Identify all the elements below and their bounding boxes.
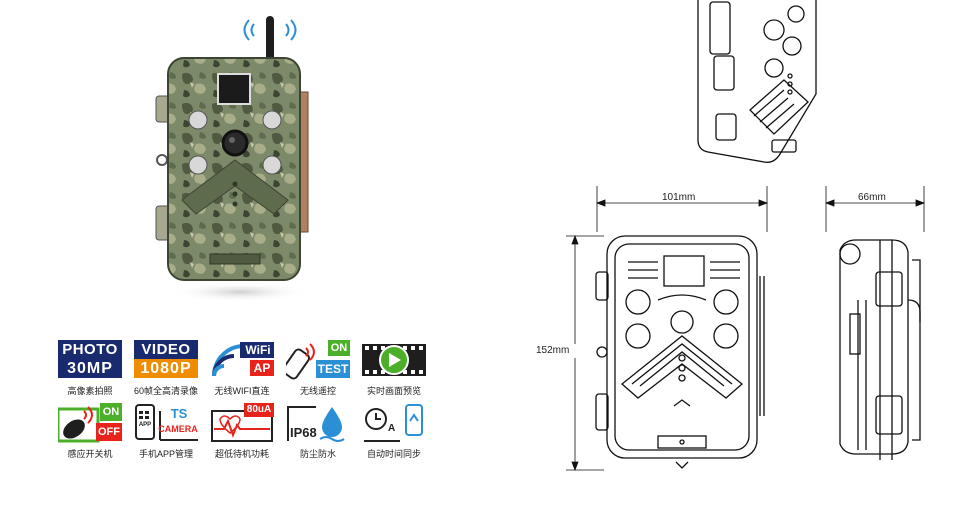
video-badge: VIDEO 1080P <box>134 340 198 380</box>
feature-caption: 无线WIFI直连 <box>214 386 270 396</box>
front-view <box>595 235 765 469</box>
phone-app-icon: APP TS CAMERA <box>134 403 198 443</box>
film-play-icon <box>362 340 426 380</box>
antenna-icon <box>266 16 274 68</box>
feature-low-power: 80uA 超低待机功耗 <box>206 403 278 463</box>
video-badge-bottom: 1080P <box>134 359 198 378</box>
feature-motion-switch: ON OFF 感应开关机 <box>54 403 126 463</box>
dimension-drawing <box>556 0 926 472</box>
photo-badge: PHOTO 30MP <box>58 340 122 380</box>
height-dimension: 152mm <box>536 345 570 356</box>
depth-dimension: 66mm <box>858 192 886 203</box>
video-badge-top: VIDEO <box>134 340 198 359</box>
feature-wifi: WiFi AP 无线WIFI直连 <box>206 340 278 400</box>
remote-badge-bottom: TEST <box>317 362 349 376</box>
app-badge-bottom: CAMERA <box>158 424 198 434</box>
side-view <box>839 239 921 460</box>
feature-app: APP TS CAMERA 手机APP管理 <box>130 403 202 463</box>
width-dimension: 101mm <box>662 192 696 203</box>
feature-preview: 实时画面预览 <box>358 340 430 400</box>
app-badge-top: TS <box>170 406 188 421</box>
ip68-label: IP68 <box>290 425 317 440</box>
motion-badge-top: ON <box>102 406 120 418</box>
clock-sync-icon: A <box>362 403 426 443</box>
feature-caption: 高像素拍照 <box>67 386 113 396</box>
app-label: APP <box>138 422 152 428</box>
wifi-icon: WiFi AP <box>210 340 274 380</box>
feature-photo: PHOTO 30MP 高像素拍照 <box>54 340 126 400</box>
feature-video: VIDEO 1080P 60帧全高清录像 <box>130 340 202 400</box>
feature-remote: ON TEST 无线遥控 <box>281 340 354 400</box>
power-badge: 80uA <box>246 404 272 415</box>
photo-badge-bottom: 30MP <box>58 359 122 378</box>
technical-drawings: 101mm 66mm 152mm <box>536 0 980 520</box>
feature-waterproof: IP68 防尘防水 <box>282 403 354 463</box>
water-drop-icon: IP68 <box>286 403 350 443</box>
perspective-view <box>697 0 817 163</box>
feature-caption: 手机APP管理 <box>138 449 193 459</box>
time-sync-label: A <box>388 423 396 434</box>
photo-badge-top: PHOTO <box>58 340 122 359</box>
wifi-badge-top: WiFi <box>245 343 271 357</box>
motion-switch-icon: ON OFF <box>56 403 122 443</box>
wifi-signal-icon <box>243 19 297 41</box>
feature-caption: 超低待机功耗 <box>214 449 269 459</box>
wifi-badge-bottom: AP <box>253 361 271 375</box>
heartbeat-icon: 80uA <box>210 403 274 443</box>
remote-icon: ON TEST <box>281 340 350 380</box>
feature-caption: 感应开关机 <box>67 449 113 459</box>
feature-caption: 实时画面预览 <box>366 386 421 396</box>
camera-illustration <box>155 16 310 302</box>
feature-caption: 60帧全高清录像 <box>133 386 198 396</box>
feature-caption: 防尘防水 <box>299 449 336 459</box>
motion-badge-bottom: OFF <box>98 426 120 438</box>
feature-caption: 无线遥控 <box>299 386 336 396</box>
remote-badge-top: ON <box>330 342 348 354</box>
feature-time-sync: A 自动时间同步 <box>358 403 430 463</box>
camera-photo <box>150 10 320 302</box>
feature-caption: 自动时间同步 <box>366 449 421 459</box>
